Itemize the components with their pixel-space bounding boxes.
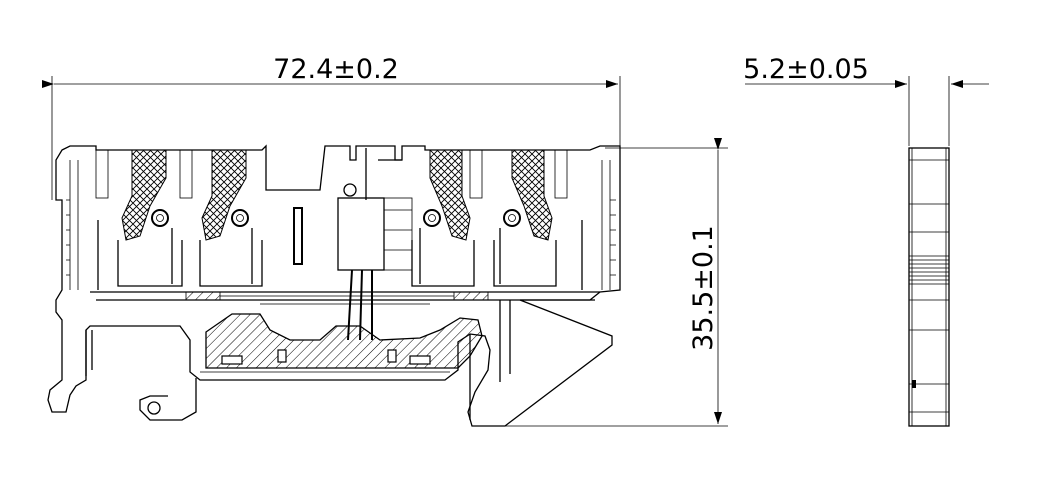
front-view	[47, 144, 621, 427]
side-view	[908, 147, 950, 427]
height-dimension: 35.5±0.1	[498, 138, 728, 427]
height-dimension-label: 35.5±0.1	[688, 225, 719, 351]
din-rail-foot	[85, 300, 511, 421]
width-dimension: 72.4±0.2	[42, 54, 621, 200]
bus-bar	[90, 291, 600, 305]
thickness-dimension-label: 5.2±0.05	[743, 54, 869, 85]
thickness-dimension: 5.2±0.05	[743, 54, 989, 146]
width-dimension-label: 72.4±0.2	[273, 54, 399, 85]
contact-base	[205, 269, 483, 369]
center-section	[293, 148, 413, 271]
right-clamp-chambers	[411, 149, 583, 290]
left-clamp-chambers	[95, 149, 263, 290]
